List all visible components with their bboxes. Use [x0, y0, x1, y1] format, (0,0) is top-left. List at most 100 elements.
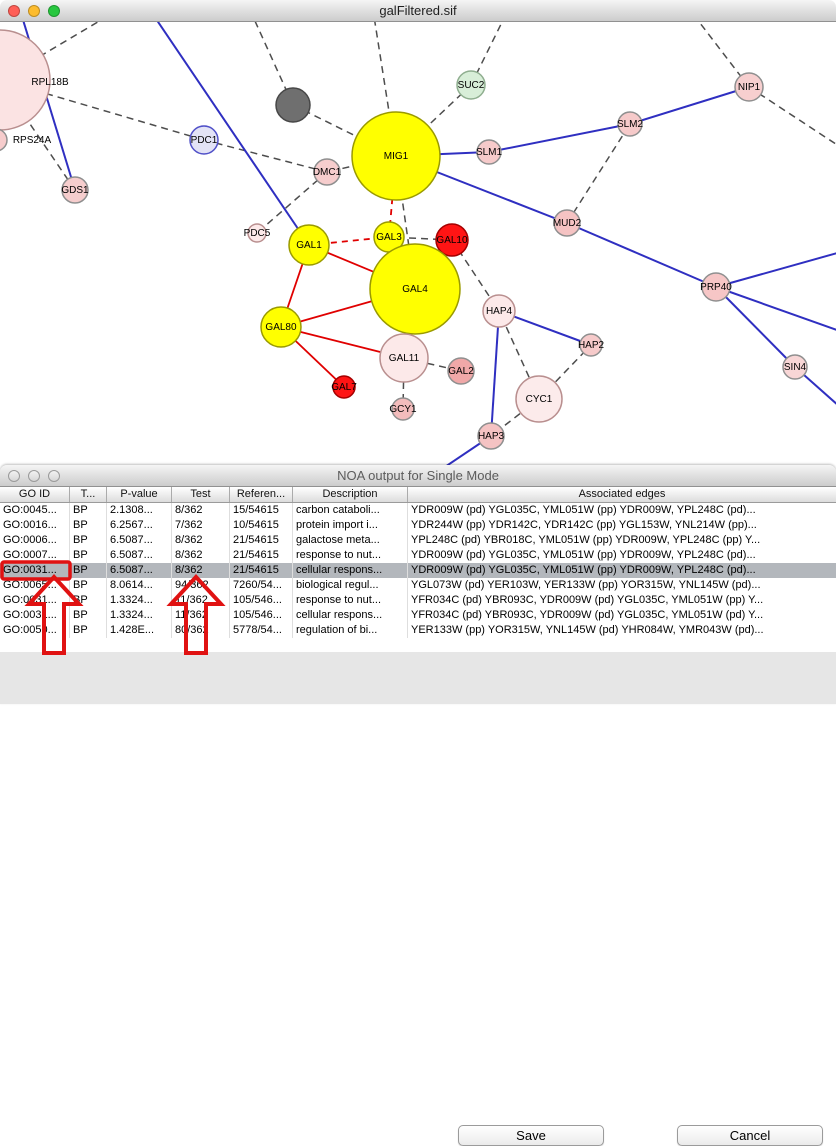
- table-cell: 8/362: [172, 503, 230, 518]
- network-window: galFiltered.sif RPL18BRPS24AGDS1PDC1DMC1…: [0, 0, 836, 465]
- table-cell: 21/54615: [230, 533, 293, 548]
- column-header-0[interactable]: GO ID: [0, 487, 70, 502]
- table-cell: 11/362: [172, 593, 230, 608]
- close-button[interactable]: [8, 5, 20, 17]
- node-GAL10[interactable]: [436, 224, 468, 256]
- node-SUC2[interactable]: [457, 71, 485, 99]
- node-GDS1[interactable]: [62, 177, 88, 203]
- table-cell: regulation of bi...: [293, 623, 408, 638]
- node-HAP2[interactable]: [580, 334, 602, 356]
- zoom-button[interactable]: [48, 5, 60, 17]
- table-cell: 11/362: [172, 608, 230, 623]
- column-header-2[interactable]: P-value: [107, 487, 172, 502]
- table-row[interactable]: GO:0007...BP6.5087...8/36221/54615respon…: [0, 548, 836, 563]
- table-cell: 80/362: [172, 623, 230, 638]
- table-cell: 6.5087...: [107, 548, 172, 563]
- column-header-1[interactable]: T...: [70, 487, 107, 502]
- minimize-button[interactable]: [28, 5, 40, 17]
- table-cell: cellular respons...: [293, 608, 408, 623]
- network-edge: [567, 223, 716, 287]
- zoom-button[interactable]: [48, 470, 60, 482]
- node-SLM1[interactable]: [477, 140, 501, 164]
- table-row[interactable]: GO:0031...BP6.5087...8/36221/54615cellul…: [0, 563, 836, 578]
- network-edge: [204, 140, 327, 172]
- table-cell: 6.2567...: [107, 518, 172, 533]
- table-row[interactable]: GO:0006...BP6.5087...8/36221/54615galact…: [0, 533, 836, 548]
- table-cell: GO:0016...: [0, 518, 70, 533]
- node-GAL11[interactable]: [380, 334, 428, 382]
- table-cell: GO:0007...: [0, 548, 70, 563]
- close-button[interactable]: [8, 470, 20, 482]
- table-row[interactable]: GO:0065...BP8.0614...94/3627260/54...bio…: [0, 578, 836, 593]
- node-GAL1[interactable]: [289, 225, 329, 265]
- network-graph[interactable]: RPL18BRPS24AGDS1PDC1DMC1MIG1SUC2SLM1SLM2…: [0, 22, 836, 465]
- table-row[interactable]: GO:0016...BP6.2567...7/36210/54615protei…: [0, 518, 836, 533]
- node-NIP1[interactable]: [735, 73, 763, 101]
- node-DARK[interactable]: [276, 88, 310, 122]
- network-edge: [716, 287, 836, 334]
- save-button[interactable]: Save: [458, 1125, 604, 1146]
- window-title: NOA output for Single Mode: [0, 465, 836, 487]
- node-RPL18B[interactable]: [0, 30, 50, 130]
- network-edge: [491, 311, 499, 436]
- column-header-4[interactable]: Referen...: [230, 487, 293, 502]
- network-window-titlebar: galFiltered.sif: [0, 0, 836, 22]
- table-cell: 2.1308...: [107, 503, 172, 518]
- node-HAP4[interactable]: [483, 295, 515, 327]
- table-cell: BP: [70, 548, 107, 563]
- node-MUD2[interactable]: [554, 210, 580, 236]
- table-cell: 105/546...: [230, 593, 293, 608]
- table-cell: 10/54615: [230, 518, 293, 533]
- table-cell: cellular respons...: [293, 563, 408, 578]
- table-cell: BP: [70, 593, 107, 608]
- node-MIG1[interactable]: [352, 112, 440, 200]
- network-canvas[interactable]: RPL18BRPS24AGDS1PDC1DMC1MIG1SUC2SLM1SLM2…: [0, 22, 836, 465]
- table-cell: 8/362: [172, 563, 230, 578]
- node-HAP3[interactable]: [478, 423, 504, 449]
- table-cell: GO:0031...: [0, 608, 70, 623]
- table-row[interactable]: GO:0050...BP1.428E...80/3625778/54...reg…: [0, 623, 836, 638]
- table-cell: 8/362: [172, 548, 230, 563]
- column-header-6[interactable]: Associated edges: [408, 487, 836, 502]
- table-cell: response to nut...: [293, 548, 408, 563]
- minimize-button[interactable]: [28, 470, 40, 482]
- node-SLM2[interactable]: [618, 112, 642, 136]
- table-row[interactable]: GO:0031...BP1.3324...11/362105/546...res…: [0, 593, 836, 608]
- table-cell: 8/362: [172, 533, 230, 548]
- table-cell: 5778/54...: [230, 623, 293, 638]
- node-GCY1[interactable]: [392, 398, 414, 420]
- cancel-button[interactable]: Cancel: [677, 1125, 823, 1146]
- table-cell: 1.3324...: [107, 593, 172, 608]
- table-cell: 6.5087...: [107, 533, 172, 548]
- column-header-5[interactable]: Description: [293, 487, 408, 502]
- node-GAL4[interactable]: [370, 244, 460, 334]
- table-cell: response to nut...: [293, 593, 408, 608]
- node-PDC1[interactable]: [190, 126, 218, 154]
- table-cell: 7260/54...: [230, 578, 293, 593]
- table-cell: 6.5087...: [107, 563, 172, 578]
- table-cell: 105/546...: [230, 608, 293, 623]
- table-cell: YDR009W (pd) YGL035C, YML051W (pp) YDR00…: [408, 563, 836, 578]
- node-PRP40[interactable]: [702, 273, 730, 301]
- table-cell: BP: [70, 518, 107, 533]
- network-edge: [257, 172, 327, 233]
- column-header-3[interactable]: Test: [172, 487, 230, 502]
- node-DMC1[interactable]: [314, 159, 340, 185]
- table-cell: GO:0031...: [0, 563, 70, 578]
- table-row[interactable]: GO:0031...BP1.3324...11/362105/546...cel…: [0, 608, 836, 623]
- node-GAL80[interactable]: [261, 307, 301, 347]
- node-GAL7[interactable]: [333, 376, 355, 398]
- node-SIN4[interactable]: [783, 355, 807, 379]
- node-GAL2[interactable]: [448, 358, 474, 384]
- table-cell: GO:0045...: [0, 503, 70, 518]
- node-CYC1[interactable]: [516, 376, 562, 422]
- table-cell: BP: [70, 503, 107, 518]
- table-cell: galactose meta...: [293, 533, 408, 548]
- table-cell: BP: [70, 623, 107, 638]
- table-cell: YDR009W (pd) YGL035C, YML051W (pp) YDR00…: [408, 503, 836, 518]
- table-cell: biological regul...: [293, 578, 408, 593]
- table-cell: BP: [70, 563, 107, 578]
- node-PDC5[interactable]: [248, 224, 266, 242]
- node-RPS24A[interactable]: [0, 129, 7, 151]
- table-row[interactable]: GO:0045...BP2.1308...8/36215/54615carbon…: [0, 503, 836, 518]
